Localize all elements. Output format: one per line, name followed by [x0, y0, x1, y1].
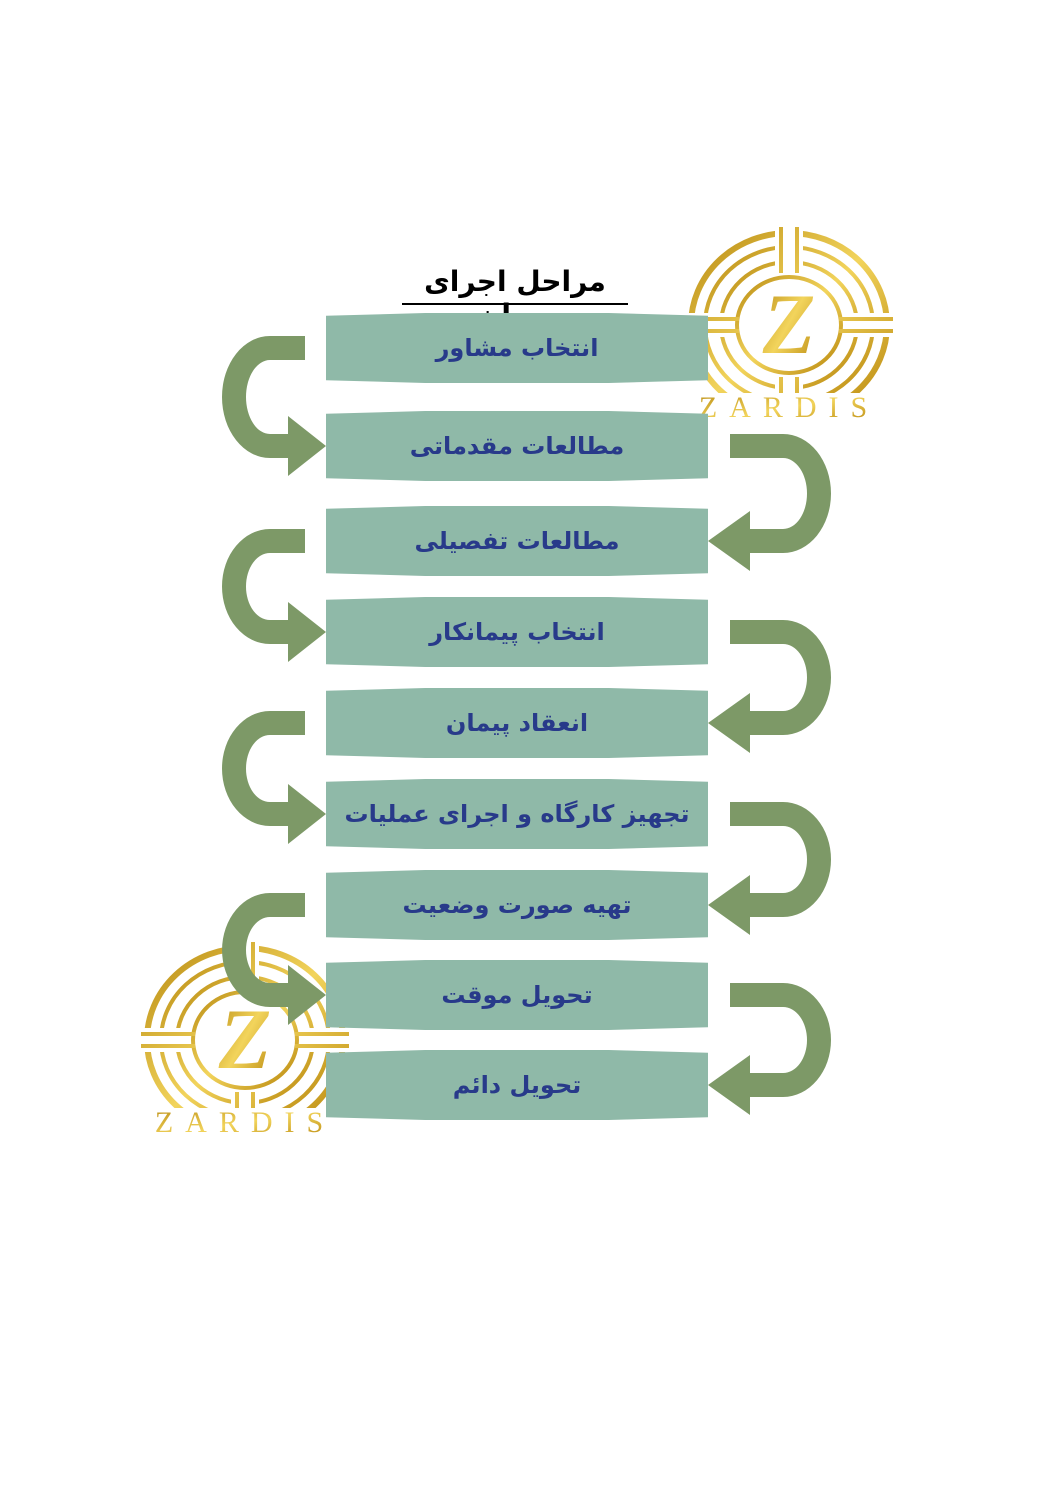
step-label: انعقاد پیمان [445, 709, 589, 737]
step-box-9: تحویل دائم [326, 1050, 708, 1120]
step-label: انتخاب مشاور [435, 334, 599, 362]
flow-arrow-left-5 [222, 711, 326, 844]
step-label: تحویل موقت [441, 981, 593, 1009]
flow-arrow-right-6 [708, 801, 831, 935]
flow-arrow-right-8 [708, 983, 831, 1115]
logo-letter: Z [218, 991, 272, 1087]
step-box-6: تجهیز کارگاه و اجرای عملیات [326, 779, 708, 849]
step-label: تهیه صورت وضعیت [402, 891, 632, 919]
flow-arrow-right-4 [708, 620, 831, 753]
logo-letter: Z [762, 276, 816, 372]
step-label: تحویل دائم [452, 1071, 582, 1099]
step-box-8: تحویل موقت [326, 960, 708, 1030]
step-label: مطالعات تفصیلی [414, 527, 620, 555]
flow-arrow-left-1 [222, 336, 326, 476]
step-box-1: انتخاب مشاور [326, 313, 708, 383]
logo-wordmark: ZARDIS [699, 391, 879, 424]
step-label: تجهیز کارگاه و اجرای عملیات [344, 800, 690, 828]
title-underline [402, 303, 628, 305]
zardis-logo-top: Z ZARDIS [685, 227, 893, 424]
step-box-5: انعقاد پیمان [326, 688, 708, 758]
logo-wordmark: ZARDIS [155, 1106, 335, 1139]
arrows-layer [222, 336, 831, 1115]
step-box-3: مطالعات تفصیلی [326, 506, 708, 576]
step-box-4: انتخاب پیمانکار [326, 597, 708, 667]
step-box-7: تهیه صورت وضعیت [326, 870, 708, 940]
step-box-2: مطالعات مقدماتی [326, 411, 708, 481]
step-label: انتخاب پیمانکار [429, 618, 605, 646]
flow-arrow-right-2 [708, 434, 831, 571]
flow-arrow-left-7 [222, 893, 326, 1025]
flow-arrow-left-3 [222, 529, 326, 662]
step-label: مطالعات مقدماتی [409, 432, 625, 460]
